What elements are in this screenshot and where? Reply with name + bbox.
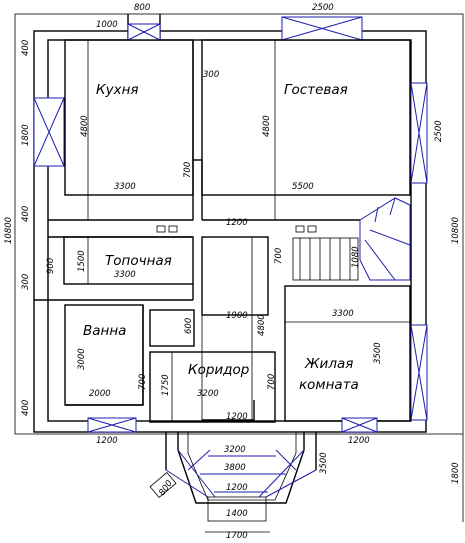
room-living-line1: Жилая [304, 356, 353, 372]
dim-corr-1900: 1900 [226, 311, 248, 321]
dim-mid-300: 300 [203, 70, 219, 80]
dim-furnace-700: 700 [274, 248, 284, 264]
dim-left-900: 900 [46, 258, 56, 274]
dim-guest-5500: 5500 [292, 182, 314, 192]
dim-kitchen-700: 700 [183, 162, 193, 178]
dim-porch-3800: 3800 [224, 463, 246, 473]
room-furnace: Топочная [105, 253, 172, 269]
dim-corr-700: 700 [267, 374, 277, 390]
dim-left-10800: 10800 [4, 217, 14, 244]
dim-kitchen-4800: 4800 [80, 115, 90, 137]
dim-left-400-bot: 400 [21, 400, 31, 416]
dim-guest-4800: 4800 [262, 115, 272, 137]
dim-corr-3200: 3200 [197, 389, 219, 399]
dim-bath-700: 700 [138, 374, 148, 390]
dim-left-300: 300 [21, 274, 31, 290]
dimension-labels-vertical: 400 1800 10800 400 900 300 400 4800 4800… [4, 40, 461, 498]
room-corridor: Коридор [188, 362, 249, 378]
dim-bot-1200-left: 1200 [96, 436, 118, 446]
dim-porch-1200: 1200 [226, 483, 248, 493]
dim-porch-3500: 3500 [319, 452, 329, 474]
dim-porch-800: 800 [157, 479, 175, 498]
outer-dimension-frame [14, 13, 464, 522]
dim-corr-1750: 1750 [161, 374, 171, 396]
porch [149, 432, 317, 533]
dim-porch-1400: 1400 [226, 509, 248, 519]
dim-right-1800: 1800 [451, 462, 461, 484]
dim-bot-1200-mid: 1200 [226, 412, 248, 422]
dim-porch-1700: 1700 [226, 531, 248, 541]
dim-living-3300: 3300 [332, 309, 354, 319]
dim-kitchen-3300: 3300 [114, 182, 136, 192]
dim-top-2500: 2500 [312, 3, 334, 13]
dimension-labels: 800 1000 2500 300 3300 5500 1200 3300 19… [89, 3, 370, 541]
dim-furnace-3300: 3300 [114, 270, 136, 280]
room-living-line2: комната [299, 377, 359, 393]
dim-furnace-1500: 1500 [77, 250, 87, 272]
dim-left-400-top: 400 [21, 40, 31, 56]
dim-living-3500: 3500 [373, 342, 383, 364]
dim-corr-4800: 4800 [257, 314, 267, 336]
dim-top-800: 800 [134, 3, 150, 13]
interior-walls [34, 39, 411, 433]
dim-stair-1080: 1080 [351, 246, 361, 268]
room-bath: Ванна [83, 323, 126, 339]
dim-right-10800: 10800 [451, 217, 461, 244]
dim-corr-600: 600 [184, 318, 194, 334]
dim-left-1800: 1800 [21, 124, 31, 146]
dim-top-1000: 1000 [96, 20, 118, 30]
room-guest: Гостевая [284, 82, 348, 98]
dim-bath-2000: 2000 [89, 389, 111, 399]
room-labels: Кухня Гостевая Топочная Ванна Коридор Жи… [83, 82, 359, 393]
dim-right-2500: 2500 [434, 120, 444, 142]
dim-bath-3000: 3000 [77, 348, 87, 370]
dim-porch-3200: 3200 [224, 445, 246, 455]
dim-left-400-mid: 400 [21, 206, 31, 222]
dim-bot-1200-right: 1200 [348, 436, 370, 446]
dim-hall-1200: 1200 [226, 218, 248, 228]
room-kitchen: Кухня [96, 82, 139, 98]
